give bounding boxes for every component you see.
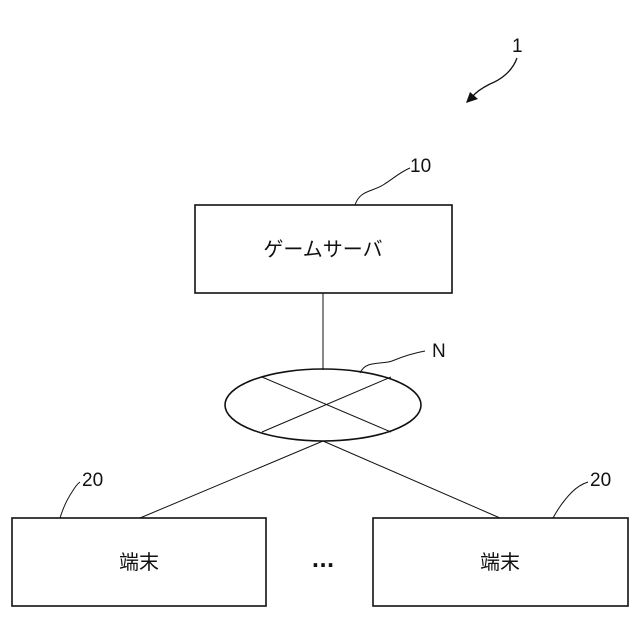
game-server-label: ゲームサーバ (263, 237, 382, 261)
terminals-ellipsis: ··· (312, 553, 335, 577)
terminal-ref-leader-left (60, 482, 80, 518)
terminal-ref-label-left: 20 (82, 470, 103, 491)
terminal-label-left: 端末 (119, 550, 159, 574)
network-ellipse (225, 369, 421, 441)
system-ref-arrowhead (466, 92, 478, 103)
terminal-ref-leader-right (553, 482, 588, 518)
terminal-label-right: 端末 (480, 550, 520, 574)
terminal-ref-label-right: 20 (590, 470, 611, 491)
system-ref-leader (472, 58, 517, 97)
network-ref-label: N (432, 341, 446, 362)
server-ref-leader (355, 168, 410, 205)
server-ref-label: 10 (410, 156, 431, 177)
network-ref-leader (360, 351, 425, 373)
system-ref-label: 1 (512, 36, 523, 57)
network-terminal-right-link (323, 441, 500, 518)
network-terminal-left-link (140, 441, 323, 518)
